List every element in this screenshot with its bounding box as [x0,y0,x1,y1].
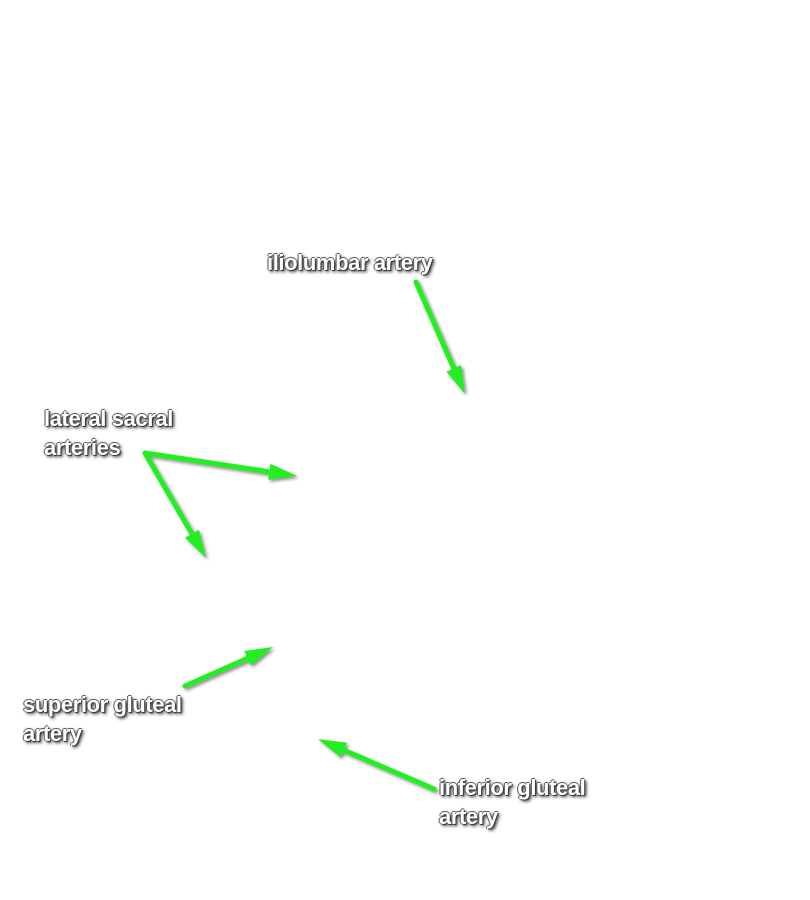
arrow-lateral-sacral-upper-shaft [142,450,274,475]
label-inferior-gluteal-artery: inferior gluteal artery [439,773,586,831]
arrow-lateral-sacral-lower-shaft [142,450,196,539]
arrows-group [142,279,465,792]
arrow-iliolumbar-shaft [413,279,458,373]
arrow-superior-gluteal-head [244,647,273,666]
label-superior-gluteal-artery: superior gluteal artery [23,690,182,748]
arrow-lateral-sacral-upper-head [268,463,297,480]
arrow-inferior-gluteal-shaft [339,746,437,792]
label-iliolumbar-line1: iliolumbar artery [267,250,433,275]
arrow-superior-gluteal-shaft [182,655,252,689]
label-inferior-gluteal-line1: inferior gluteal [439,775,586,800]
arrow-lateral-sacral-lower-head [185,529,206,558]
arrow-inferior-gluteal-head [318,739,347,758]
label-superior-gluteal-line1: superior gluteal [23,692,182,717]
label-iliolumbar-artery: iliolumbar artery [267,248,433,277]
label-lateral-sacral-line2: arteries [44,435,121,460]
label-lateral-sacral-arteries: lateral sacral arteries [44,404,173,462]
arrow-iliolumbar-head [446,365,465,394]
label-inferior-gluteal-line2: artery [439,804,498,829]
label-lateral-sacral-line1: lateral sacral [44,406,173,431]
label-superior-gluteal-line2: artery [23,721,82,746]
